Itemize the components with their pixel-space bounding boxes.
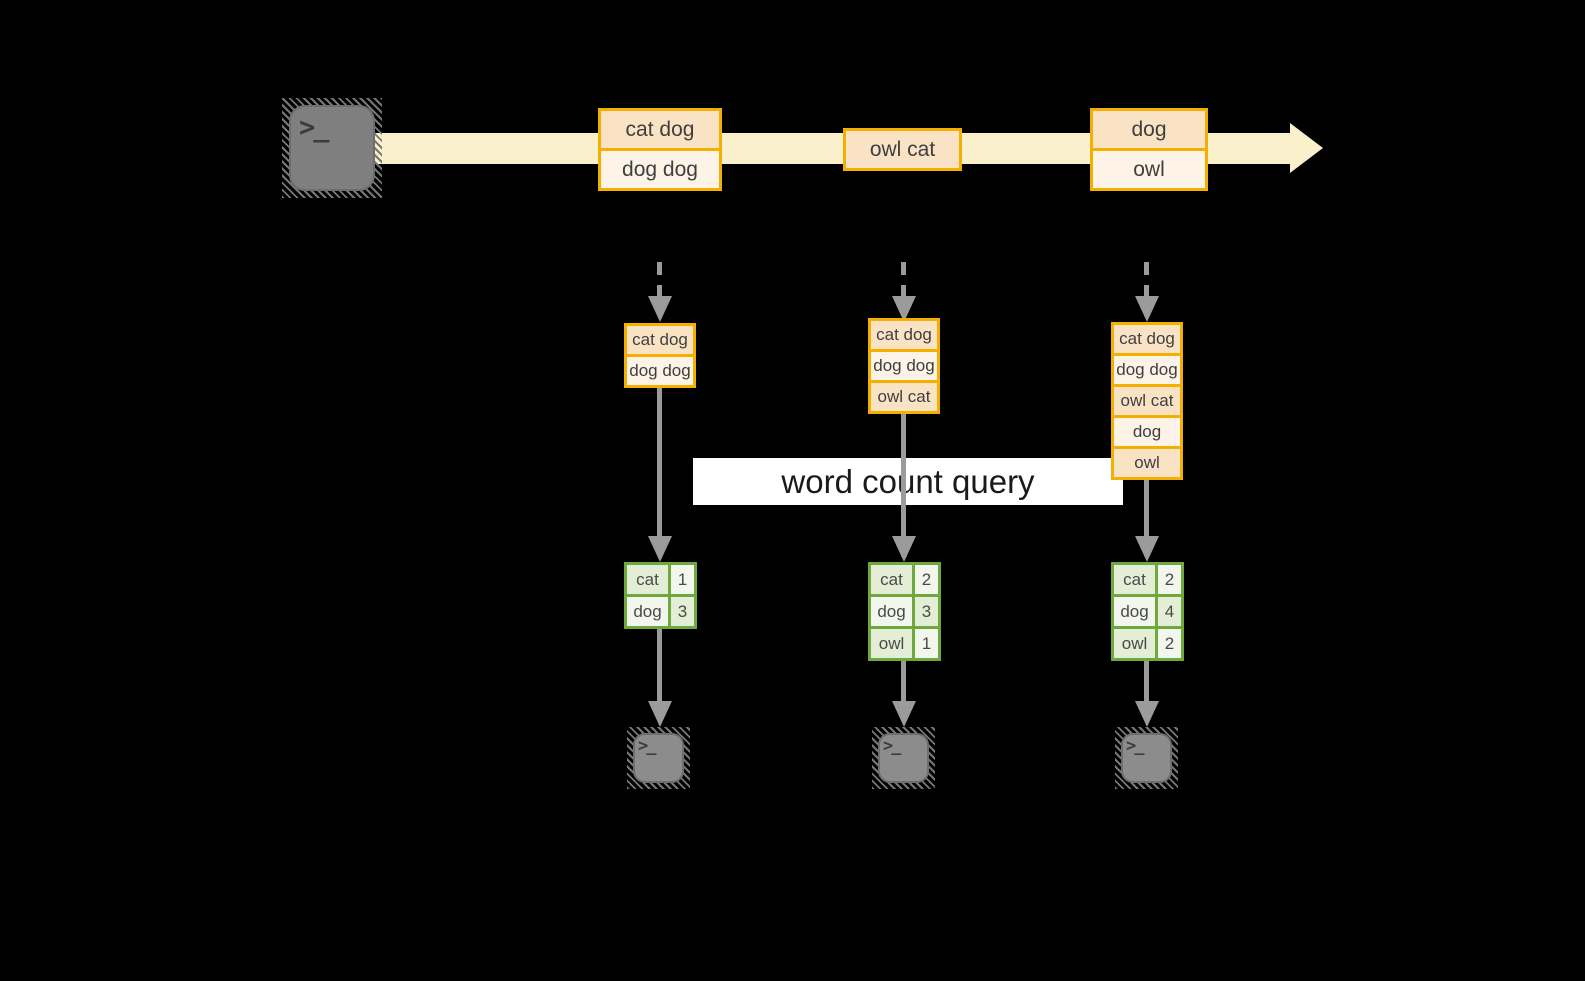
count-cell: 1 <box>912 629 938 658</box>
word-cell: cat <box>871 565 912 594</box>
buffer-cell: dog <box>1114 415 1180 446</box>
word-cell: owl <box>1114 629 1155 658</box>
ingest-arrow-head-icon <box>1135 296 1159 322</box>
count-cell: 1 <box>668 565 694 594</box>
buffered-records: cat dog dog dog owl cat <box>868 318 940 414</box>
buffer-cell: cat dog <box>871 321 937 349</box>
count-cell: 3 <box>668 597 694 626</box>
query-banner: word count query <box>693 458 1123 505</box>
buffer-cell: cat dog <box>627 326 693 354</box>
stream-record-cell: dog dog <box>601 148 719 188</box>
terminal-screen <box>1121 733 1172 783</box>
stream-record-cell: owl cat <box>846 131 959 168</box>
connector-arrow-head-icon <box>1135 536 1159 562</box>
table-row: dog 3 <box>627 594 694 626</box>
connector-line <box>901 412 906 536</box>
buffer-cell: owl <box>1114 446 1180 477</box>
ingest-arrow-line <box>657 262 662 298</box>
buffer-cell: owl cat <box>871 380 937 411</box>
query-banner-label: word count query <box>781 462 1035 500</box>
table-row: owl 2 <box>1114 626 1181 658</box>
count-cell: 3 <box>912 597 938 626</box>
word-cell: dog <box>1114 597 1155 626</box>
word-cell: cat <box>1114 565 1155 594</box>
output-terminal-icon: >_ <box>872 727 935 789</box>
count-cell: 2 <box>1155 565 1181 594</box>
stream-record-cell: dog <box>1093 111 1205 148</box>
table-row: cat 2 <box>871 565 938 594</box>
stream-record-cell: owl <box>1093 148 1205 188</box>
stream-record: dog owl <box>1090 108 1208 191</box>
count-cell: 4 <box>1155 597 1181 626</box>
terminal-screen <box>878 733 929 783</box>
output-terminal-icon: >_ <box>627 727 690 789</box>
ingest-arrow-line <box>1144 262 1149 298</box>
connector-line <box>657 386 662 536</box>
connector-line <box>657 629 662 701</box>
buffer-cell: dog dog <box>871 349 937 380</box>
connector-arrow-head-icon <box>1135 701 1159 727</box>
terminal-prompt-icon: >_ <box>299 112 329 143</box>
word-cell: dog <box>627 597 668 626</box>
count-cell: 2 <box>912 565 938 594</box>
connector-arrow-head-icon <box>648 536 672 562</box>
result-table: cat 1 dog 3 <box>624 562 697 629</box>
buffer-cell: cat dog <box>1114 325 1180 353</box>
output-terminal-icon: >_ <box>1115 727 1178 789</box>
ingest-arrow-head-icon <box>892 296 916 322</box>
terminal-prompt-icon: >_ <box>883 736 902 756</box>
stream-record: cat dog dog dog <box>598 108 722 191</box>
table-row: dog 4 <box>1114 594 1181 626</box>
stream-arrow-head-icon <box>1290 123 1323 173</box>
stream-record: owl cat <box>843 128 962 171</box>
terminal-prompt-icon: >_ <box>1126 736 1145 756</box>
count-cell: 2 <box>1155 629 1181 658</box>
connector-line <box>901 661 906 701</box>
table-row: owl 1 <box>871 626 938 658</box>
terminal-prompt-icon: >_ <box>638 736 657 756</box>
table-row: cat 2 <box>1114 565 1181 594</box>
word-cell: owl <box>871 629 912 658</box>
buffer-cell: dog dog <box>627 354 693 385</box>
ingest-arrow-line <box>901 262 906 298</box>
word-cell: cat <box>627 565 668 594</box>
buffer-cell: dog dog <box>1114 353 1180 384</box>
stream-record-cell: cat dog <box>601 111 719 148</box>
buffer-cell: owl cat <box>1114 384 1180 415</box>
word-cell: dog <box>871 597 912 626</box>
result-table: cat 2 dog 3 owl 1 <box>868 562 941 661</box>
connector-line <box>1144 478 1149 536</box>
table-row: dog 3 <box>871 594 938 626</box>
terminal-screen <box>289 105 375 191</box>
source-terminal-icon: >_ <box>282 98 382 198</box>
connector-arrow-head-icon <box>892 701 916 727</box>
connector-arrow-head-icon <box>892 536 916 562</box>
table-row: cat 1 <box>627 565 694 594</box>
buffered-records: cat dog dog dog <box>624 323 696 388</box>
connector-line <box>1144 661 1149 701</box>
result-table: cat 2 dog 4 owl 2 <box>1111 562 1184 661</box>
connector-arrow-head-icon <box>648 701 672 727</box>
terminal-screen <box>633 733 684 783</box>
buffered-records: cat dog dog dog owl cat dog owl <box>1111 322 1183 480</box>
ingest-arrow-head-icon <box>648 296 672 322</box>
